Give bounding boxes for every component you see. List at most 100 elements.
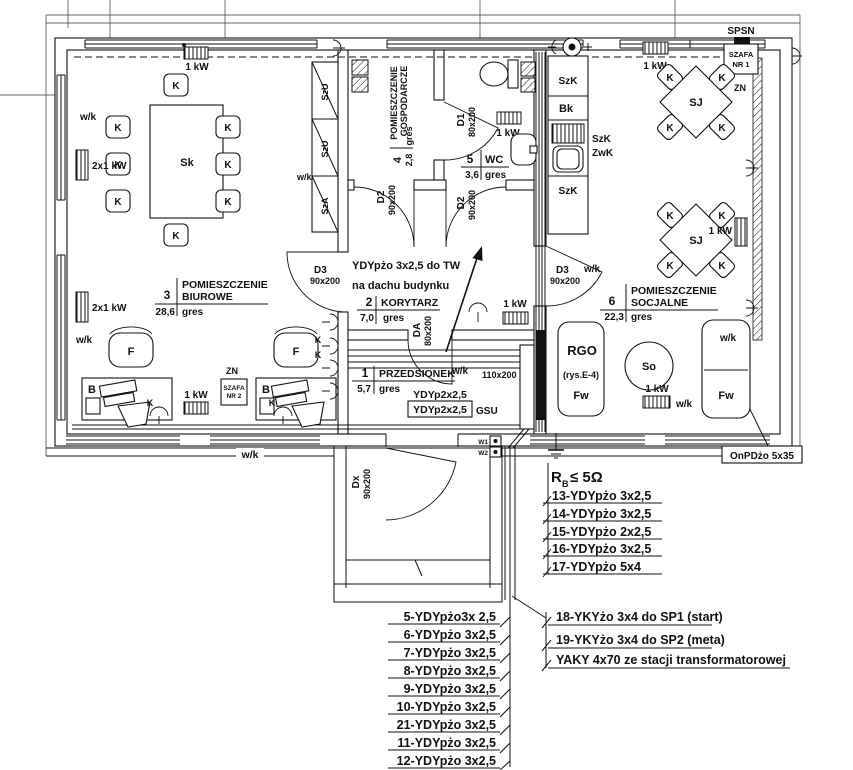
chair-k-label: K: [718, 211, 726, 222]
vent-box: [351, 59, 369, 76]
tw-note-line1: YDYpżo 3x2,5 do TW: [352, 260, 461, 272]
desk-b-right: B: [255, 377, 337, 428]
toilet: [479, 59, 519, 89]
room-name: POMIESZCZENIE: [182, 279, 268, 291]
heater-power: 1 kW: [503, 299, 527, 310]
drop-line: [512, 428, 530, 449]
wk-outlet-label: w/k: [241, 449, 259, 461]
heater-power: 1 kW: [645, 384, 669, 395]
cable-note-ydyp: YDYp2x2,5: [413, 389, 467, 401]
cabinet-label: SzK: [592, 134, 612, 145]
door-d2-size: 90x200: [387, 185, 397, 215]
table-sk: [149, 104, 224, 219]
room2-title: 2 KORYTARZ 7,0 gres: [357, 295, 440, 324]
room-area: 22,3: [605, 312, 625, 323]
step-tick: [414, 559, 423, 577]
spsn-label: SPSN: [727, 26, 754, 37]
wk-outlet-label: w/k: [451, 366, 469, 377]
window-bottom-2: [210, 435, 320, 445]
room-area: 3,6: [465, 170, 479, 181]
chair-k-label: K: [114, 160, 122, 171]
window-left-2: [56, 254, 66, 421]
sofa-fw-label: Fw: [718, 390, 734, 402]
chairs: [656, 201, 736, 279]
socket-k-label: K: [315, 335, 322, 345]
room-floor: gres: [379, 384, 401, 395]
wall-r3-east-lower: [337, 311, 349, 435]
wk-outlet-label: w/k: [75, 335, 93, 346]
room-floor: gres: [631, 312, 653, 323]
room3-title: 3 POMIESZCZENIE BIUROWE 28,6 gres: [155, 278, 268, 318]
room1-title: 1 PRZEDSIONEK 5,7 gres: [352, 366, 455, 395]
socket-k-label: K: [269, 398, 276, 408]
door-da-code: DA: [412, 323, 423, 337]
cable-item: 17-YDYpżo 5x4: [552, 560, 641, 574]
table-top: [659, 203, 733, 277]
door-opening-dx: [386, 433, 458, 447]
cable-list-left: 5-YDYpżo3x 2,5 6-YDYpżo 3x2,5 7-YDYpżo 3…: [388, 446, 516, 770]
ground-resistance-sub: B: [562, 479, 569, 489]
cable-item: 18-YKYżo 3x4 do SP1 (start): [556, 610, 723, 624]
table-sj-1: K K K K SJ: [656, 63, 736, 141]
room-name: WC: [485, 154, 503, 166]
wall-corridor-top-c: [505, 179, 535, 191]
porch-outline: [333, 445, 503, 603]
cabinets-szu-sza: SzU SzU SzA: [311, 61, 339, 233]
table-so: [624, 341, 674, 391]
chairs-k-room3: K K K K K K K K: [105, 73, 241, 247]
room-area: 28,6: [156, 307, 176, 318]
window-top-2: [386, 39, 584, 49]
heater: [642, 41, 669, 55]
cable-item: 8-YDYpżo 3x2,5: [404, 664, 496, 678]
office-chair-f-right: F: [273, 326, 319, 368]
cabinet-label: SzA: [320, 197, 330, 215]
cable-item: 6-YDYpżo 3x2,5: [404, 628, 496, 642]
room-name: GOSPODARCZE: [399, 66, 409, 137]
room-number: 2: [366, 295, 373, 309]
socket-k-label: K: [147, 398, 154, 408]
site-outline: [0, 0, 801, 457]
door-d3-size: 90x200: [550, 276, 580, 286]
room-floor: gres: [383, 313, 405, 324]
chairs: [656, 63, 736, 141]
door-d1-wc: [443, 101, 499, 161]
room-2-korytarz: YDYpżo 3x2,5 do TW na dachu budynku 2 KO…: [352, 246, 529, 353]
desk-b-left: B: [81, 377, 173, 428]
socket-k-label: K: [315, 350, 322, 360]
door-d2-code: D2: [376, 190, 387, 203]
table-top: [659, 65, 733, 139]
wall-r1-top-a: [347, 329, 409, 341]
table-sj-label: SJ: [689, 235, 702, 247]
room-1-przedsionek: 1 PRZEDSIONEK 5,7 gres w/k YDYp2x2,5 YDY…: [352, 366, 517, 458]
szafa1-label: SZAFA: [729, 50, 754, 59]
room-4-gospodarcze: POMIESZCZENIE GOSPODARCZE 4 2,8 gres D2 …: [351, 59, 414, 215]
szafa2-label: NR 2: [227, 393, 242, 400]
vent-box: [351, 76, 369, 93]
door-da-size: 80x200: [423, 316, 433, 346]
junction-dot: [182, 43, 186, 47]
chair-k-label: K: [172, 81, 180, 92]
desk-b-label: B: [88, 384, 96, 396]
room-area: 5,7: [357, 384, 371, 395]
cable-item: 21-YDYpżo 3x2,5: [397, 718, 496, 732]
window-size-label: 110x200: [482, 370, 517, 380]
ceiling-outlet-symbol: [468, 302, 488, 322]
tw-arrow: [445, 246, 483, 353]
wall-corridor-top-b: [413, 179, 447, 191]
sofa-fw-right: w/k Fw: [701, 319, 751, 419]
feeder-cable: YAKY 4x70 ze stacji transformatorowej: [556, 653, 786, 667]
room-name: PRZEDSIONEK: [379, 368, 455, 380]
wk-outlet-label: w/k: [79, 112, 97, 123]
label-bg: [236, 448, 264, 460]
room5-title: 5 WC 3,6 gres: [461, 150, 509, 181]
window-bottom-4: [665, 435, 770, 445]
chair-k-label: K: [666, 211, 674, 222]
tw-note-line2: na dachu budynku: [352, 280, 449, 292]
table-sj-2: K K K K SJ: [656, 201, 736, 279]
chair-f-label: F: [128, 346, 135, 358]
room-floor: gres: [404, 126, 414, 145]
table-sk-label: Sk: [180, 157, 194, 169]
door-d1-code: D1: [456, 113, 467, 126]
cable-item: 13-YDYpżo 3x2,5: [552, 489, 651, 503]
